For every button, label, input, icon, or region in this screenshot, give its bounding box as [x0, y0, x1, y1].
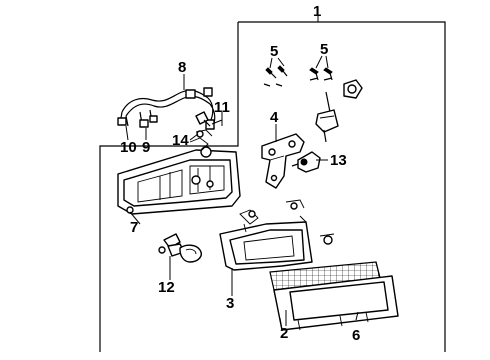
- leader-lines: [125, 16, 359, 326]
- callout-6: 6: [352, 327, 360, 344]
- bulb-assembly-part: [158, 233, 202, 263]
- bulb-socket-part: [315, 79, 363, 143]
- callout-11: 11: [214, 99, 230, 116]
- callout-3: 3: [226, 295, 234, 312]
- callout-5-left: 5: [270, 43, 278, 60]
- harness-connector-part: [195, 111, 211, 127]
- callout-8: 8: [178, 59, 186, 76]
- callout-12: 12: [158, 279, 175, 296]
- callout-4: 4: [270, 109, 279, 126]
- callout-14: 14: [172, 132, 189, 149]
- fastener-screws-part: [263, 65, 333, 87]
- callout-1: 1: [313, 3, 321, 20]
- callout-5-right: 5: [320, 41, 328, 58]
- callout-9: 9: [142, 139, 150, 156]
- reflector-part: [219, 199, 335, 271]
- callout-10: 10: [120, 139, 137, 156]
- callout-2: 2: [280, 325, 288, 342]
- headlamp-housing-part: [117, 137, 241, 215]
- wiring-harness-part: [117, 87, 216, 138]
- callout-7: 7: [130, 219, 138, 236]
- mounting-bracket-part: [261, 133, 305, 189]
- bezel-part: [273, 275, 399, 331]
- adjuster-part: [291, 151, 321, 173]
- callout-13: 13: [330, 152, 347, 169]
- assembly-boundary-frame: [99, 21, 446, 352]
